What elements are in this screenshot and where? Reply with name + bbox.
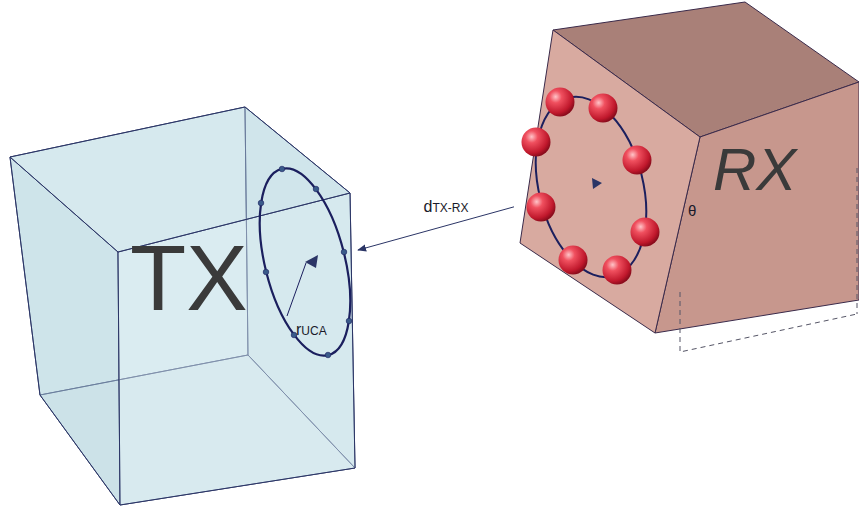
antenna-dot xyxy=(279,166,285,172)
tx-cube xyxy=(10,107,355,505)
angle-label: θ xyxy=(688,203,696,220)
tx-uca xyxy=(243,159,367,365)
cube-node: TX xyxy=(8,104,358,508)
antenna-dot xyxy=(341,249,347,255)
antenna-sphere xyxy=(623,146,652,175)
cube-face xyxy=(655,82,859,333)
cube-label: TX xyxy=(130,232,248,324)
antenna-sphere xyxy=(559,246,588,275)
cube-label: RX xyxy=(713,140,796,200)
array-center-mark xyxy=(592,178,602,189)
cube-face xyxy=(10,107,350,252)
uca-circle xyxy=(243,159,367,365)
antenna-dot xyxy=(258,200,264,206)
rx-uca xyxy=(518,85,663,289)
antenna-sphere xyxy=(527,193,556,222)
cube-face xyxy=(520,30,700,333)
antenna-sphere xyxy=(589,94,618,123)
distance-label: dTX-RX xyxy=(422,198,471,216)
radius-label: rUCA xyxy=(296,321,327,339)
rx-cube xyxy=(520,2,859,333)
antenna-dot xyxy=(325,352,331,358)
radius-line xyxy=(287,263,306,316)
cube-face xyxy=(118,193,355,505)
antenna-sphere xyxy=(546,88,575,117)
array-center-mark xyxy=(305,255,318,268)
antenna-sphere xyxy=(522,128,551,157)
antenna-dot xyxy=(313,186,319,192)
antenna-dot xyxy=(263,269,269,275)
uca-circle xyxy=(518,85,663,289)
cube-node: RX xyxy=(514,0,859,358)
antenna-sphere xyxy=(603,256,632,285)
antenna-dot xyxy=(346,318,352,324)
antenna-sphere xyxy=(631,218,660,247)
antenna-dot xyxy=(291,332,297,338)
